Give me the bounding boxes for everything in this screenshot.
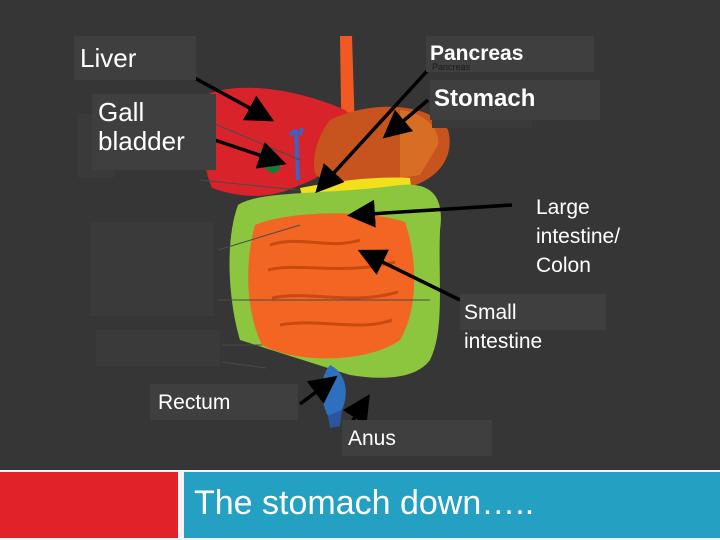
label-stomach: Stomach — [430, 80, 600, 120]
label-gall-bladder-line2: bladder — [98, 126, 185, 157]
arrow-stomach — [382, 98, 430, 139]
footer-red-block — [0, 472, 178, 538]
label-pancreas: Pancreas Pancreas — [426, 36, 594, 72]
arrow-rectum — [298, 375, 338, 406]
arrow-small-intestine — [357, 249, 461, 302]
footer-bar: The stomach down….. — [0, 470, 720, 540]
arrow-large-intestine — [347, 199, 513, 228]
rectum — [321, 365, 346, 416]
label-anus: Anus — [342, 420, 492, 456]
blank-label-box — [90, 222, 214, 316]
anus — [328, 410, 342, 428]
label-rectum-text: Rectum — [158, 391, 231, 414]
label-pancreas-underlay: Pancreas — [432, 62, 471, 72]
label-small-intestine: Small intestine — [460, 294, 606, 353]
label-rectum: Rectum — [150, 384, 298, 420]
bile-duct — [288, 127, 304, 181]
label-gall-bladder: Gall bladder — [92, 94, 216, 170]
label-liver: Liver — [74, 36, 196, 80]
label-large-intestine-line2: intestine/ — [536, 225, 621, 248]
small-intestine — [248, 213, 415, 359]
label-large-intestine: Large intestine/ Colon — [536, 193, 620, 280]
label-gall-bladder-line1: Gall — [98, 97, 145, 127]
slide-title: The stomach down….. — [194, 484, 535, 522]
label-anus-text: Anus — [348, 427, 396, 450]
blank-label-box — [96, 330, 220, 366]
label-large-intestine-line3: Colon — [536, 254, 591, 277]
label-liver-text: Liver — [80, 43, 137, 73]
label-pancreas-text: Pancreas — [430, 42, 524, 65]
arrow-pancreas — [315, 68, 430, 194]
footer-blue-block — [184, 472, 720, 538]
digestive-system-diagram — [175, 36, 513, 428]
label-large-intestine-line1: Large — [536, 196, 590, 219]
label-small-intestine-line1: Small — [464, 301, 517, 324]
label-small-intestine-line2: intestine — [464, 330, 543, 353]
small-intestine-folds — [267, 238, 399, 327]
label-stomach-text: Stomach — [434, 85, 536, 112]
